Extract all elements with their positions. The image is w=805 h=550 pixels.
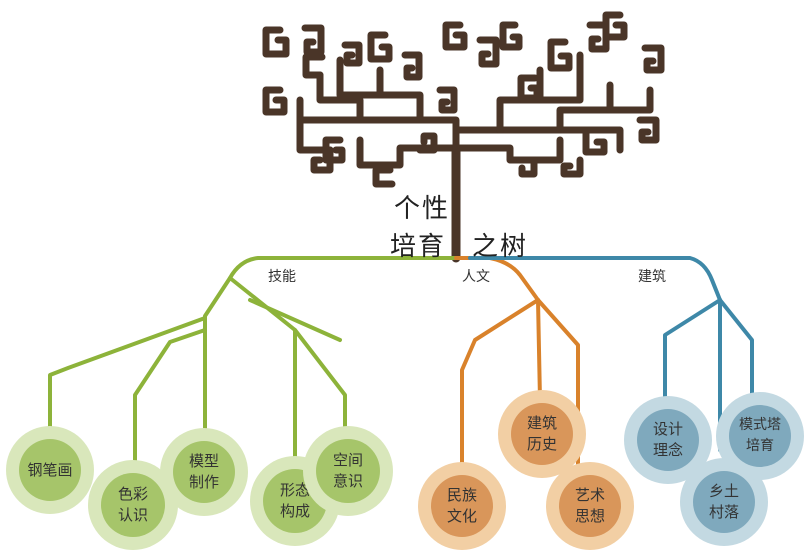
skills-branch-lines [48, 256, 458, 472]
node-spatial-awareness: 空间 意识 [303, 426, 393, 516]
node-architecture-history: 建筑 历史 [498, 390, 586, 478]
node-label: 空间 意识 [316, 439, 380, 503]
title-line-1: 个性 [394, 194, 451, 224]
node-label: 模式塔 培育 [729, 405, 791, 467]
node-color-recognition: 色彩 认识 [88, 460, 178, 550]
node-label: 形态 构成 [263, 469, 327, 533]
node-pen-drawing: 钢笔画 [6, 426, 94, 514]
branch-label-architecture: 建筑 [638, 269, 666, 285]
title-line-3: 之树 [472, 232, 529, 262]
branch-label-humanities: 人文 [462, 269, 490, 285]
node-model-making: 模型 制作 [160, 428, 248, 516]
node-label: 乡土 村落 [693, 471, 755, 533]
node-label: 色彩 认识 [101, 473, 165, 537]
title-line-2: 培育 [390, 232, 447, 262]
branch-label-skills: 技能 [268, 269, 296, 285]
node-label: 建筑 历史 [511, 403, 573, 465]
node-label: 钢笔画 [19, 439, 81, 501]
node-label: 艺术 思想 [559, 475, 621, 537]
node-ethnic-culture: 民族 文化 [418, 462, 506, 550]
node-pattern-tower: 模式塔 培育 [716, 392, 804, 480]
node-rural-village: 乡土 村落 [680, 458, 768, 546]
node-label: 模型 制作 [173, 441, 235, 503]
node-label: 民族 文化 [431, 475, 493, 537]
node-label: 设计 理念 [637, 409, 699, 471]
node-art-thought: 艺术 思想 [546, 462, 634, 550]
